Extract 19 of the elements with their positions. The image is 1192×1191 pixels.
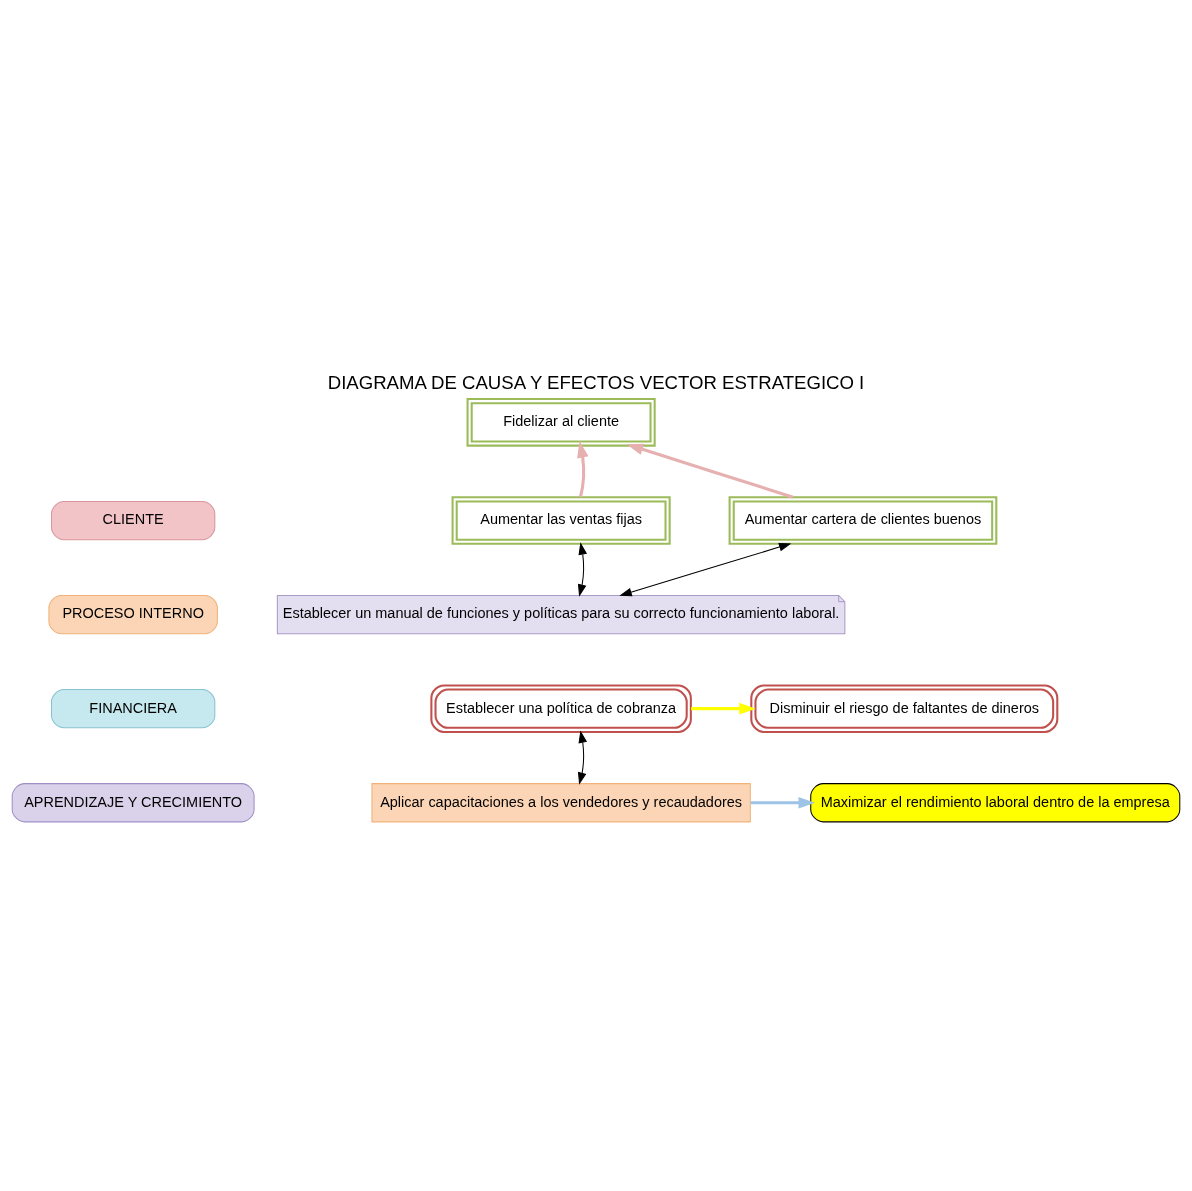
node-box: Maximizar el rendimiento laboral dentro de la empresa [810,782,1181,822]
node-box: Aumentar las ventas fijas [451,495,671,545]
node-box: FINANCIERA [50,688,216,728]
node-box: Aplicar capacitaciones a los vendedores y recaudadores [371,782,751,822]
arrow [577,729,588,785]
diagram-title: DIAGRAMA DE CAUSA Y EFECTOS VECTOR ESTRATEGICO I [327,371,865,393]
arrow [691,702,756,714]
node-box: Aumentar cartera de clientes buenos [728,495,998,545]
arrow [577,440,589,497]
node-box: CLIENTE [50,500,216,540]
node-box: APRENDIZAJE Y CRECIMIENTO [11,782,255,822]
arrow [577,541,588,597]
node-box: PROCESO INTERNO [48,594,218,634]
node-box: Establecer una política de cobranza [430,683,692,733]
arrow [619,542,792,596]
arrow [626,443,794,499]
node-box: Fidelizar al cliente [466,397,656,447]
node-box: Disminuir el riesgo de faltantes de dineros [750,683,1059,733]
arrow [750,796,816,809]
